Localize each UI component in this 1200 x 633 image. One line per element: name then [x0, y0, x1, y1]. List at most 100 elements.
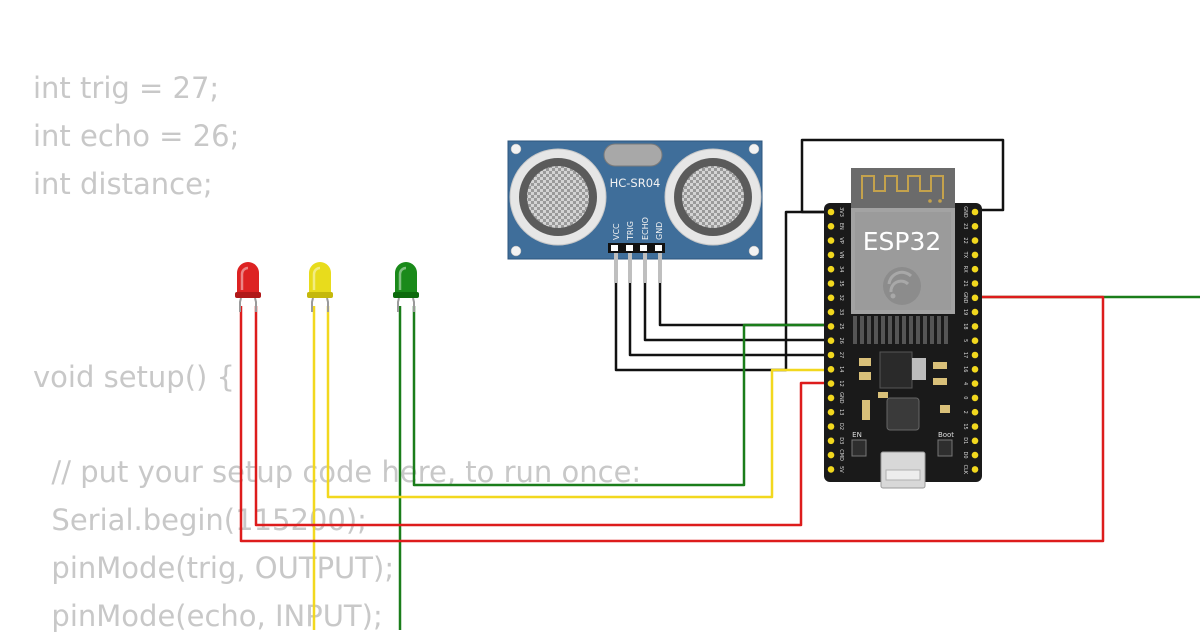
esp32-pin-right[interactable] [971, 323, 979, 330]
wire-red-gnd[interactable] [239, 295, 1105, 543]
esp32-pin-label: 21 [962, 280, 968, 286]
transducer-right [664, 148, 762, 246]
esp32-pin-right[interactable] [971, 351, 979, 359]
led-leg [326, 297, 329, 312]
esp32-pin-label: 5 [962, 339, 968, 342]
esp32-pin-label: 32 [838, 295, 844, 301]
esp32-pin-left[interactable] [827, 394, 835, 402]
esp32-pin-left[interactable] [827, 251, 835, 259]
wire-green-led[interactable] [412, 306, 831, 487]
esp32-pin-right[interactable] [971, 451, 979, 459]
esp32-pin-right[interactable] [971, 294, 979, 302]
led-highlight [398, 266, 407, 290]
esp32-pin-label: 27 [838, 352, 844, 358]
espressif-logo-icon [883, 267, 921, 305]
esp32-pin-label: D1 [962, 437, 968, 444]
led-leg [397, 297, 400, 312]
esp32-pin-left[interactable] [827, 366, 835, 373]
esp32-pin-left[interactable] [827, 323, 835, 330]
esp32-pin-label: 5V [838, 466, 844, 473]
esp32-pin-label: 19 [962, 309, 968, 315]
esp32-pin-label: VN [838, 251, 844, 258]
esp32-pin-label: CLK [962, 465, 968, 475]
led-rim [235, 292, 261, 298]
wire-black-trig[interactable] [628, 252, 831, 357]
esp32-pin-right[interactable] [971, 408, 979, 416]
led-red[interactable] [235, 262, 261, 312]
esp32-board[interactable]: ESP32 EN Boot [824, 168, 982, 489]
esp32-pin-label: 0 [962, 396, 968, 399]
wire-black-echo[interactable] [643, 252, 831, 342]
esp32-pin-right[interactable] [971, 466, 979, 473]
wire-red-led[interactable] [254, 306, 831, 527]
esp32-pin-left[interactable] [827, 223, 835, 230]
esp32-pin-left[interactable] [827, 466, 835, 473]
esp32-pin-right[interactable] [971, 251, 979, 259]
esp32-pin-right[interactable] [971, 437, 979, 445]
esp32-pin-left[interactable] [827, 237, 835, 244]
board-label: ESP32 [863, 227, 942, 256]
led-leg [311, 297, 314, 312]
esp32-pin-label: EN [838, 223, 844, 230]
esp32-pin-label: 16 [962, 366, 968, 372]
esp32-pin-right[interactable] [971, 394, 979, 402]
esp32-pin-left[interactable] [827, 337, 835, 345]
esp32-pin-left[interactable] [827, 451, 835, 459]
sensor-pin-label: GND [655, 222, 664, 240]
code-line: int distance; [33, 167, 213, 201]
esp32-pin-left[interactable] [827, 208, 835, 216]
esp32-pin-left[interactable] [827, 437, 835, 445]
esp32-pin-headers: 3V3ENVPVN343532332526271412GND13D2D3CMD5… [827, 206, 979, 475]
sensor-pin-label: VCC [612, 223, 621, 240]
led-leg [239, 297, 242, 312]
esp32-pin-label: 12 [838, 380, 844, 386]
esp32-pin-right[interactable] [971, 223, 979, 230]
wire-black-gnd[interactable] [658, 252, 831, 327]
esp32-pin-label: 35 [838, 280, 844, 286]
esp32-pin-left[interactable] [827, 351, 835, 359]
code-line: // put your setup code here, to run once… [33, 455, 642, 489]
led-highlight [240, 266, 249, 290]
esp32-pin-label: 18 [962, 323, 968, 329]
led-yellow[interactable] [307, 262, 333, 312]
esp32-pin-label: D0 [962, 452, 968, 459]
esp32-pin-right[interactable] [971, 208, 979, 216]
esp32-pin-right[interactable] [971, 280, 979, 287]
code-line: void setup() { [33, 360, 235, 394]
esp32-pin-right[interactable] [971, 308, 979, 316]
transducer-left [509, 148, 607, 246]
led-green[interactable] [393, 262, 419, 312]
esp32-pin-label: 4 [962, 382, 968, 385]
esp32-pin-label: TX [962, 251, 968, 259]
boot-button-label: Boot [938, 431, 954, 439]
wire-yellow-led[interactable] [326, 306, 831, 499]
esp32-pin-right[interactable] [971, 237, 979, 244]
esp32-pin-right[interactable] [971, 366, 979, 373]
esp32-pin-left[interactable] [827, 380, 835, 387]
esp32-pin-label: 25 [838, 323, 844, 329]
esp32-pin-right[interactable] [971, 337, 979, 345]
hc-sr04-sensor[interactable]: HC-SR04 VCC TRIG ECHO GND [507, 140, 763, 283]
esp32-pin-right[interactable] [971, 265, 979, 273]
led-body [309, 262, 331, 296]
esp32-pin-label: RX [962, 266, 968, 273]
esp32-pin-label: 23 [962, 223, 968, 229]
esp32-pin-label: 13 [838, 409, 844, 415]
esp32-pin-right[interactable] [971, 380, 979, 387]
esp32-pin-left[interactable] [827, 265, 835, 273]
esp32-pin-left[interactable] [827, 423, 835, 430]
led-rim [393, 292, 419, 298]
esp32-pin-left[interactable] [827, 280, 835, 287]
code-line: int trig = 27; [33, 71, 220, 105]
code-line: pinMode(trig, OUTPUT); [33, 551, 395, 585]
esp32-pin-label: D2 [838, 423, 844, 430]
esp32-pin-right[interactable] [971, 423, 979, 430]
esp32-pin-left[interactable] [827, 294, 835, 302]
code-line: int echo = 26; [33, 119, 240, 153]
esp32-pin-left[interactable] [827, 308, 835, 316]
led-leg [412, 297, 415, 312]
led-highlight [312, 266, 321, 290]
esp32-pin-left[interactable] [827, 408, 835, 416]
